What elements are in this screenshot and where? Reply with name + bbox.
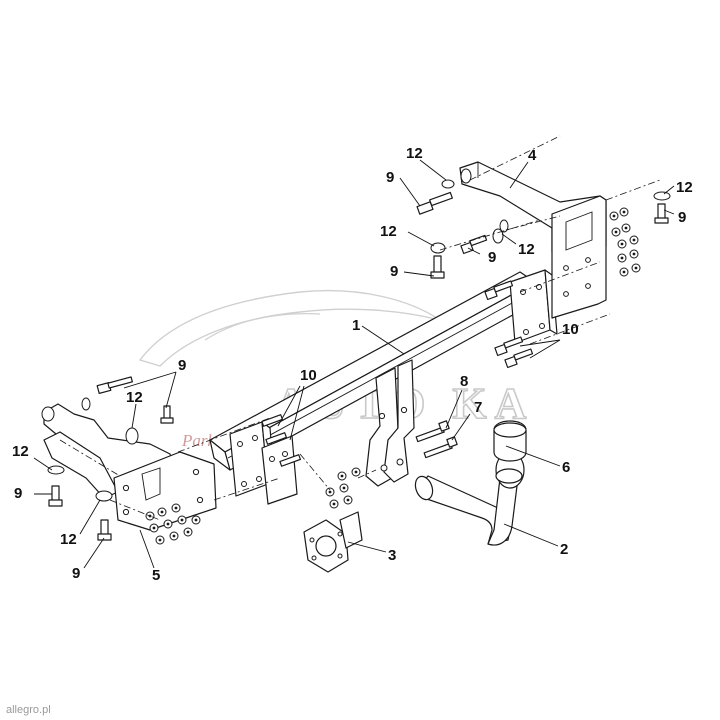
label-part-3: 3 <box>388 547 396 564</box>
label-part-5: 5 <box>152 567 160 584</box>
beam-left-flange <box>229 421 298 505</box>
label-part-2: 2 <box>560 541 568 558</box>
watermark-corner: allegro.pl <box>6 704 51 716</box>
socket-bracket <box>303 511 363 573</box>
label-part-6: 6 <box>562 459 570 476</box>
label-9-bracket4-mid: 9 <box>488 249 496 266</box>
assembly-lines <box>59 135 661 521</box>
label-part-4: 4 <box>528 147 537 164</box>
neck-bolts <box>415 420 458 459</box>
label-12-left-upper: 12 <box>126 389 143 406</box>
label-12-left-lower: 12 <box>60 531 77 548</box>
right-side-bracket <box>459 161 607 319</box>
label-9-left-upper: 9 <box>178 357 186 374</box>
beam-left-bolts <box>261 414 302 467</box>
right-nut-cluster <box>609 207 641 277</box>
label-12-bracket4-top: 12 <box>406 145 423 162</box>
ball-neck <box>414 451 525 546</box>
label-9-left-mid: 9 <box>14 485 22 502</box>
label-part-8: 8 <box>460 373 468 390</box>
ball-cover <box>493 420 527 462</box>
label-9-left-lower: 9 <box>72 565 80 582</box>
label-12-right: 12 <box>676 179 693 196</box>
label-12-bracket4-left: 12 <box>380 223 397 240</box>
leader-lines <box>33 159 675 569</box>
label-part-1: 1 <box>352 317 360 334</box>
left-side-bracket <box>41 403 217 531</box>
label-part-7: 7 <box>474 399 482 416</box>
socket-fasteners <box>325 467 361 509</box>
label-12-left-mid: 12 <box>12 443 29 460</box>
label-9-bracket4-upper: 9 <box>386 169 394 186</box>
label-10-right: 10 <box>562 321 579 338</box>
left-nut-cluster <box>145 503 201 545</box>
neck-bracket <box>365 359 415 487</box>
label-10-left: 10 <box>300 367 317 384</box>
bracket4-fasteners <box>416 168 671 369</box>
label-9-right: 9 <box>678 209 686 226</box>
callout-labels: 1 2 3 4 5 6 7 8 9 9 9 9 9 9 9 10 10 12 1… <box>12 145 693 584</box>
label-12-bracket4-mid: 12 <box>518 241 535 258</box>
label-9-bracket4-lower: 9 <box>390 263 398 280</box>
bracket5-fasteners <box>47 376 174 541</box>
